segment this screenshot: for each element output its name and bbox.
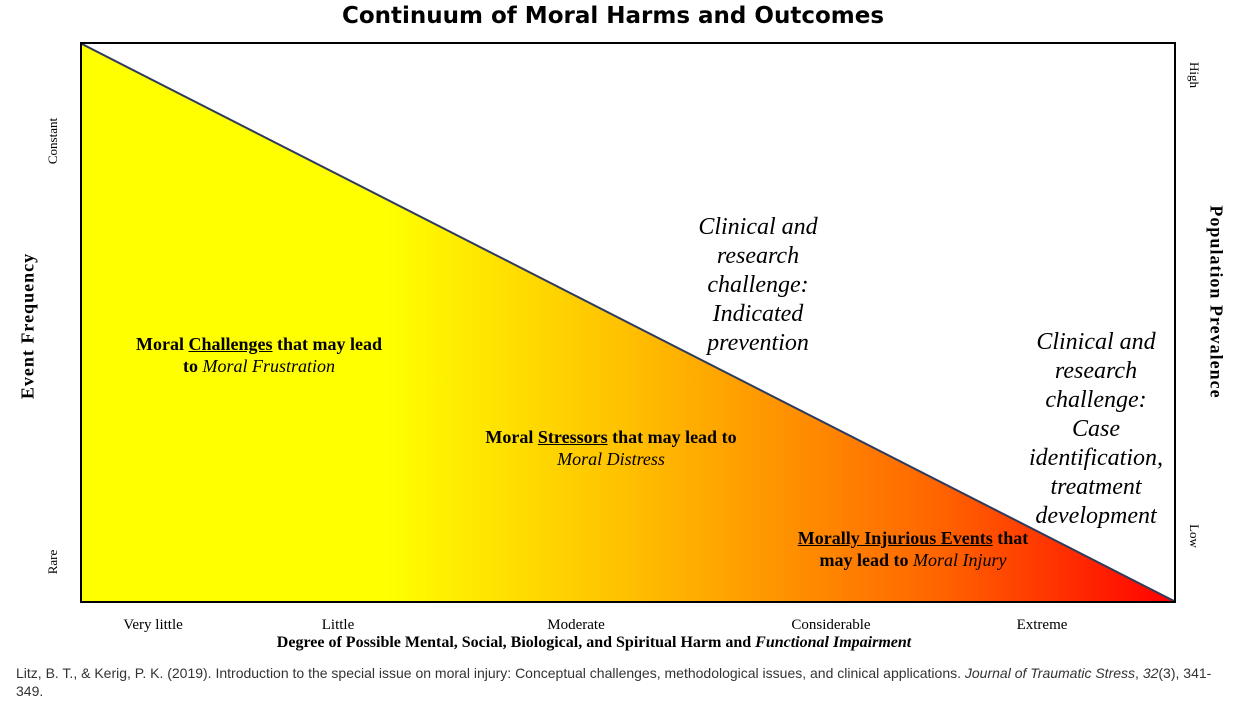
note-indicated-line: prevention <box>707 330 809 356</box>
zone-stressors-prefix: Moral <box>485 427 538 447</box>
note-indicated-line: research <box>716 243 800 269</box>
y-left-bottom-label: Rare <box>45 549 60 575</box>
note-indicated-line: Indicated <box>712 301 804 327</box>
note-case-line: challenge: <box>1045 387 1147 413</box>
figure-title: Continuum of Moral Harms and Outcomes <box>341 3 885 29</box>
zone-challenges-outcome: Moral Frustration <box>202 356 335 376</box>
zone-stressors-outcome: Moral Distress <box>557 449 665 469</box>
citation-volume: 32 <box>1142 665 1159 681</box>
x-tick-very-little: Very little <box>123 617 183 633</box>
y-left-top-label: Constant <box>45 117 60 165</box>
y-right-bottom-label: Low <box>1187 524 1202 548</box>
note-case-line: identification, <box>1029 445 1163 471</box>
zone-moral-stressors: Moral Stressors that may lead to Moral D… <box>480 426 742 470</box>
zone-challenges-key: Challenges <box>188 334 273 354</box>
y-right-title: Population Prevalence <box>1206 205 1227 399</box>
zone-morally-injurious: Morally Injurious Events that may lead t… <box>793 527 1033 571</box>
citation-journal: Journal of Traumatic Stress <box>964 665 1136 681</box>
x-tick-considerable: Considerable <box>791 617 871 633</box>
zone-challenges-text: that may lead to <box>182 334 382 376</box>
x-tick-little: Little <box>321 617 355 633</box>
x-axis-title-italic: Functional Impairment <box>755 634 912 651</box>
note-indicated-prevention: Clinical and research challenge: Indicat… <box>668 213 848 358</box>
x-axis-title-main: Degree of Possible Mental, Social, Biolo… <box>276 634 752 651</box>
zone-stressors-key: Stressors <box>537 427 608 447</box>
citation-text: Litz, B. T., & Kerig, P. K. (2019). Intr… <box>16 665 965 681</box>
x-axis-title: Degree of Possible Mental, Social, Biolo… <box>277 634 911 652</box>
zone-stressors-text: that may lead to <box>607 427 737 447</box>
note-indicated-line: challenge: <box>707 272 809 298</box>
hypotenuse-line <box>82 44 1174 601</box>
note-case-line: development <box>1035 503 1157 529</box>
note-case-line: research <box>1054 358 1138 384</box>
x-tick-moderate: Moderate <box>547 617 605 633</box>
y-left-title: Event Frequency <box>17 252 38 400</box>
note-case-identification: Clinical and research challenge: Case id… <box>1006 328 1186 531</box>
note-case-line: treatment <box>1050 474 1142 500</box>
note-case-line: Case <box>1072 416 1120 442</box>
citation: Litz, B. T., & Kerig, P. K. (2019). Intr… <box>16 665 1212 699</box>
note-indicated-line: Clinical and <box>698 214 818 240</box>
plot-frame <box>80 42 1176 603</box>
y-right-top-label: High <box>1187 62 1202 88</box>
zone-injurious-key: Morally Injurious Events <box>797 528 993 548</box>
note-case-line: Clinical and <box>1036 329 1156 355</box>
continuum-triangle <box>82 44 1174 601</box>
zone-challenges-prefix: Moral <box>136 334 189 354</box>
zone-injurious-text: that may lead to <box>819 528 1029 570</box>
zone-injurious-outcome: Moral Injury <box>913 550 1007 570</box>
x-tick-extreme: Extreme <box>1016 617 1068 633</box>
citation-pages: (3), 341-349. <box>16 665 1212 699</box>
zone-moral-challenges: Moral Challenges that may lead to Moral … <box>130 333 388 377</box>
